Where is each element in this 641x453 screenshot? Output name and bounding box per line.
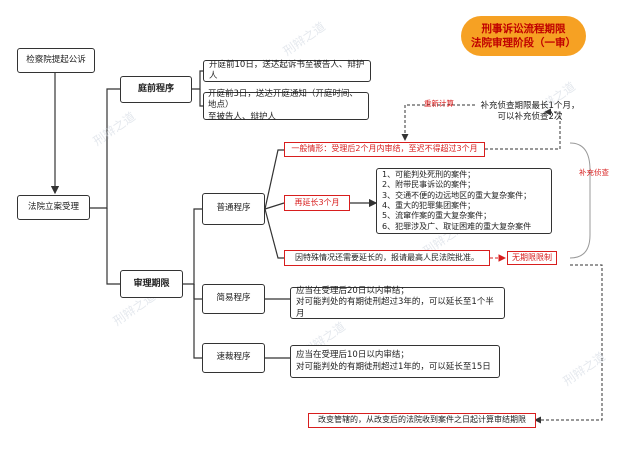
expedited-line-2: 对可能判处的有期徒刑超过1年的，可以延长至15日 [296, 361, 491, 372]
extension-3-months: 再延长3个月 [284, 195, 350, 211]
trial-period-node: 审理期限 [120, 270, 183, 298]
expedited-procedure-text: 应当在受理后10日以内审结； 对可能判处的有期徒刑超过1年的，可以延长至15日 [290, 345, 500, 378]
list-item: 1、可能判处死刑的案件； [382, 169, 476, 179]
summary-line-1: 应当在受理后20日以内审结； [296, 285, 409, 296]
case-filing-node: 法院立案受理 [17, 195, 90, 220]
summary-procedure-text: 应当在受理后20日以内审结； 对可能判处的有期徒刑超过3年的，可以延长至1个半月 [290, 285, 505, 319]
ordinary-procedure-node: 普通程序 [202, 193, 265, 225]
extension-cases-list: 1、可能判处死刑的案件； 2、附带民事诉讼的案件； 3、交通不便的边远地区的重大… [376, 168, 552, 234]
list-item: 5、流窜作案的重大复杂案件； [382, 211, 492, 221]
jurisdiction-change-note: 改变管辖的，从改变后的法院收到案件之日起计算审结期限 [308, 413, 536, 428]
pretrial-item-2-line-1: 开庭前3日，送达开庭通知（开庭时间、地点） [208, 88, 358, 111]
supplementary-investigation-limit [475, 97, 545, 127]
list-item: 6、犯罪涉及广、取证困难的重大复杂案件 [382, 221, 532, 231]
diagram-title: 刑事诉讼流程期限 法院审理阶段（一审） [461, 16, 586, 56]
recalculate-label: 重新计算 [424, 99, 454, 108]
pretrial-node: 庭前程序 [120, 76, 192, 103]
pretrial-item-1: 开庭前10日，送达起诉书至被告人、辩护人 [203, 60, 371, 82]
title-line-2: 法院审理阶段（一审） [471, 37, 576, 49]
pretrial-item-2-line-2: 至被告人、辩护人 [208, 111, 277, 122]
list-item: 4、重大的犯罪集团案件； [382, 201, 476, 210]
supplementary-investigation-label: 补充侦查 [579, 168, 609, 177]
expedited-procedure-node: 速裁程序 [202, 343, 265, 373]
summary-line-2: 对可能判处的有期徒刑超过3年的，可以延长至1个半月 [296, 297, 494, 319]
summary-procedure-node: 简易程序 [202, 284, 265, 314]
list-item: 2、附带民事诉讼的案件； [382, 180, 476, 190]
supplementary-limit-box: 补充侦查期限最长1个月， 可以补充侦查2次 [470, 96, 590, 128]
pretrial-item-2: 开庭前3日，送达开庭通知（开庭时间、地点） 至被告人、辩护人 [203, 88, 369, 122]
list-item: 3、交通不便的边远地区的重大复杂案件； [382, 190, 532, 200]
no-limit-note: 无期限限制 [507, 251, 557, 265]
general-case-note: 一般情形：受理后2个月内审结，至迟不得超过3个月 [284, 142, 485, 157]
supplementary-line-1: 补充侦查期限最长1个月， [480, 100, 580, 111]
supplementary-line-2: 可以补充侦查2次 [497, 112, 563, 122]
special-extension-note: 因特殊情况还需要延长的，报请最高人民法院批准。 [284, 250, 490, 266]
expedited-line-1: 应当在受理后10日以内审结； [296, 350, 409, 361]
prosecution-node: 检察院提起公诉 [17, 48, 95, 73]
title-line-1: 刑事诉讼流程期限 [481, 22, 566, 35]
